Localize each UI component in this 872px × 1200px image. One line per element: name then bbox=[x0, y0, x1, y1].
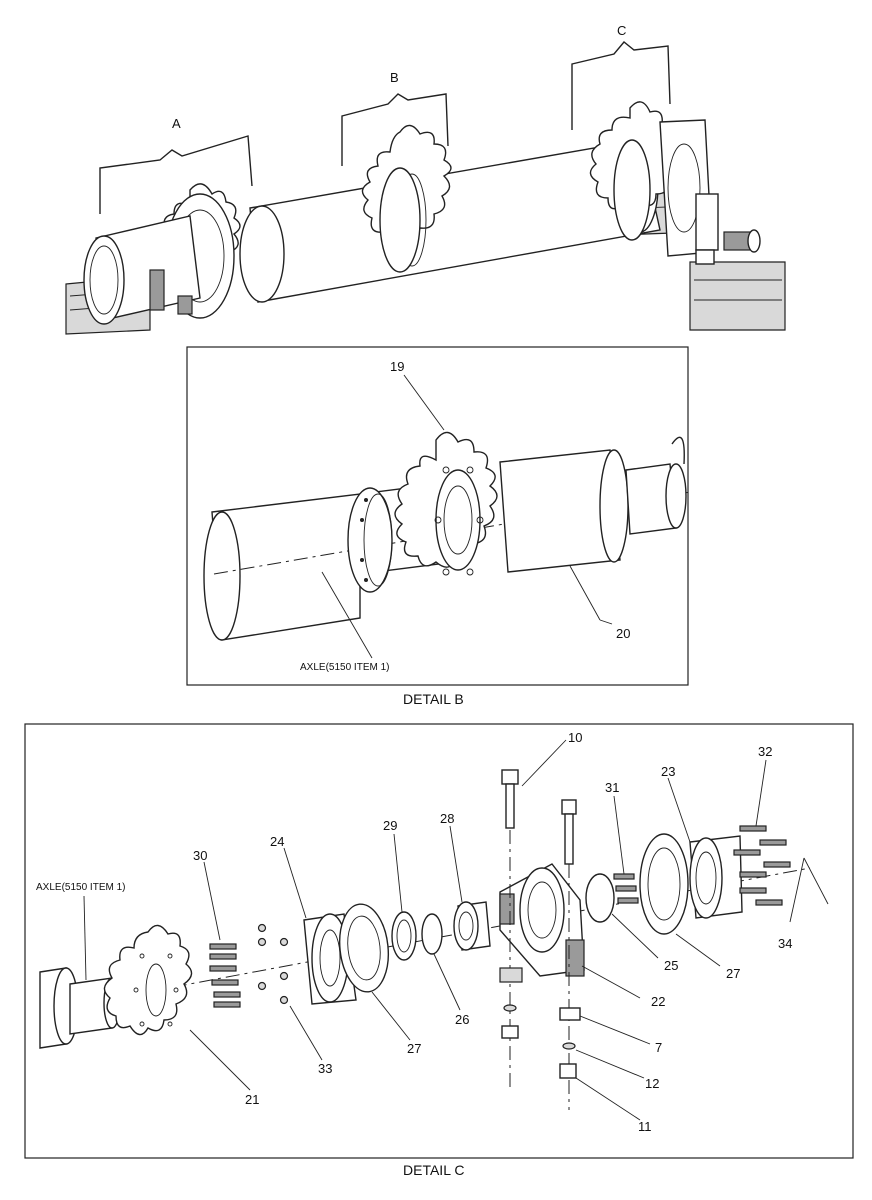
callout-a-label: A bbox=[172, 116, 181, 131]
detail-c-bolts-31 bbox=[613, 873, 639, 904]
detail-c-item-29: 29 bbox=[383, 818, 397, 833]
detail-b-hub bbox=[499, 436, 687, 573]
overview-assembly: A B C bbox=[65, 23, 786, 335]
detail-b-caption: DETAIL B bbox=[403, 691, 464, 707]
callout-c-label: C bbox=[617, 23, 626, 38]
detail-c-item-26: 26 bbox=[455, 1012, 469, 1027]
detail-c-sprocket bbox=[103, 924, 193, 1036]
detail-c-ring-26 bbox=[421, 913, 443, 955]
detail-c-ring-29 bbox=[391, 911, 417, 961]
detail-c-item-25: 25 bbox=[664, 958, 678, 973]
detail-c-axle-label: AXLE(5150 ITEM 1) bbox=[36, 882, 125, 893]
detail-b-axle-label: AXLE(5150 ITEM 1) bbox=[300, 662, 389, 673]
detail-c-item-12: 12 bbox=[645, 1076, 659, 1091]
bearing-bolt bbox=[695, 193, 761, 265]
detail-c-item-27-right: 27 bbox=[726, 966, 740, 981]
detail-c-lower-hardware bbox=[499, 967, 581, 1079]
detail-b-panel: 19 20 AXLE(5150 ITEM 1) bbox=[186, 346, 691, 686]
detail-c-gasket-27-left bbox=[338, 903, 390, 993]
detail-c-item-7: 7 bbox=[655, 1040, 662, 1055]
detail-c-item-24: 24 bbox=[270, 834, 284, 849]
detail-c-bolts-32 bbox=[733, 825, 791, 906]
detail-c-nuts-33 bbox=[257, 923, 289, 1005]
detail-c-flange-24 bbox=[303, 913, 357, 1005]
detail-c-bolts-30 bbox=[209, 943, 241, 1008]
detail-b-sprocket bbox=[394, 431, 498, 576]
detail-c-item-30: 30 bbox=[193, 848, 207, 863]
detail-c-item-34: 34 bbox=[778, 936, 792, 951]
detail-c-item-21: 21 bbox=[245, 1092, 259, 1107]
detail-c-panel: 10 32 31 23 29 28 24 30 25 27 22 34 26 2… bbox=[24, 723, 854, 1159]
detail-b-flange bbox=[347, 487, 393, 593]
detail-c-flange-23 bbox=[689, 835, 743, 919]
detail-c-bolt-10 bbox=[501, 769, 519, 1090]
detail-b-item-19: 19 bbox=[390, 359, 404, 374]
detail-c-item-31: 31 bbox=[605, 780, 619, 795]
callout-bracket-b: B bbox=[341, 70, 449, 166]
callout-b-label: B bbox=[390, 70, 399, 85]
detail-c-item-23: 23 bbox=[661, 764, 675, 779]
detail-c-item-33: 33 bbox=[318, 1061, 332, 1076]
detail-c-item-32: 32 bbox=[758, 744, 772, 759]
detail-c-cap-25 bbox=[585, 873, 615, 923]
detail-c-item-28: 28 bbox=[440, 811, 454, 826]
detail-b-item-20: 20 bbox=[616, 626, 630, 641]
detail-c-item-27-left: 27 bbox=[407, 1041, 421, 1056]
callout-bracket-a: A bbox=[99, 116, 253, 214]
drive-motor bbox=[83, 215, 201, 325]
detail-c-gasket-27-right bbox=[639, 833, 689, 935]
detail-c-item-22: 22 bbox=[651, 994, 665, 1009]
detail-c-bolt-right bbox=[561, 799, 577, 1110]
callout-bracket-c: C bbox=[571, 23, 671, 130]
detail-c-item-11: 11 bbox=[638, 1119, 652, 1134]
detail-c-bearing-28 bbox=[453, 901, 491, 951]
detail-c-pillow-block-22 bbox=[499, 863, 585, 977]
detail-c-item-10: 10 bbox=[568, 730, 582, 745]
sprocket-b bbox=[361, 124, 452, 273]
detail-c-caption: DETAIL C bbox=[403, 1162, 464, 1178]
